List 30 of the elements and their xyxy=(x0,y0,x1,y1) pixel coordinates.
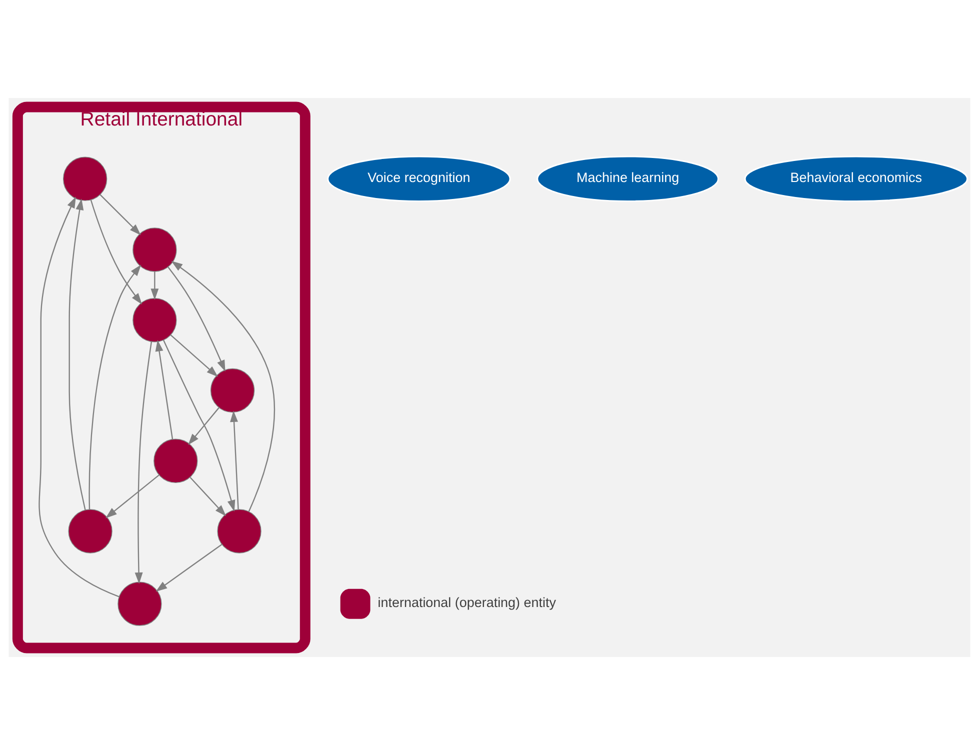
arrow xyxy=(230,410,239,510)
arrow xyxy=(190,476,226,516)
arrow xyxy=(106,474,160,518)
node-circle xyxy=(118,582,162,626)
arrow xyxy=(68,198,86,510)
arrow xyxy=(38,196,120,598)
cluster: Retail International xyxy=(12,102,310,654)
node-circle xyxy=(154,438,198,483)
arrow xyxy=(134,342,152,584)
arrow xyxy=(156,544,222,592)
arrow xyxy=(170,334,218,377)
node-circle xyxy=(210,368,255,413)
node-circle xyxy=(68,509,112,554)
node-circle xyxy=(217,509,262,554)
node-ellipse: Behavioral economics xyxy=(744,156,968,202)
node-circle xyxy=(132,298,177,342)
arrow xyxy=(90,200,142,304)
arrow xyxy=(150,272,159,300)
arrow xyxy=(188,407,220,446)
node-circle xyxy=(62,156,108,201)
arrow xyxy=(171,260,276,512)
node-ellipse: Machine learning xyxy=(536,156,720,202)
arrow xyxy=(100,194,141,236)
arrow xyxy=(155,340,174,440)
node-circle xyxy=(132,228,177,272)
arrow xyxy=(88,264,142,510)
arrow xyxy=(168,266,226,372)
legend-label: international (operating) entity xyxy=(378,595,556,610)
node-ellipse: Voice recognition xyxy=(327,156,511,202)
arrow xyxy=(162,340,236,512)
